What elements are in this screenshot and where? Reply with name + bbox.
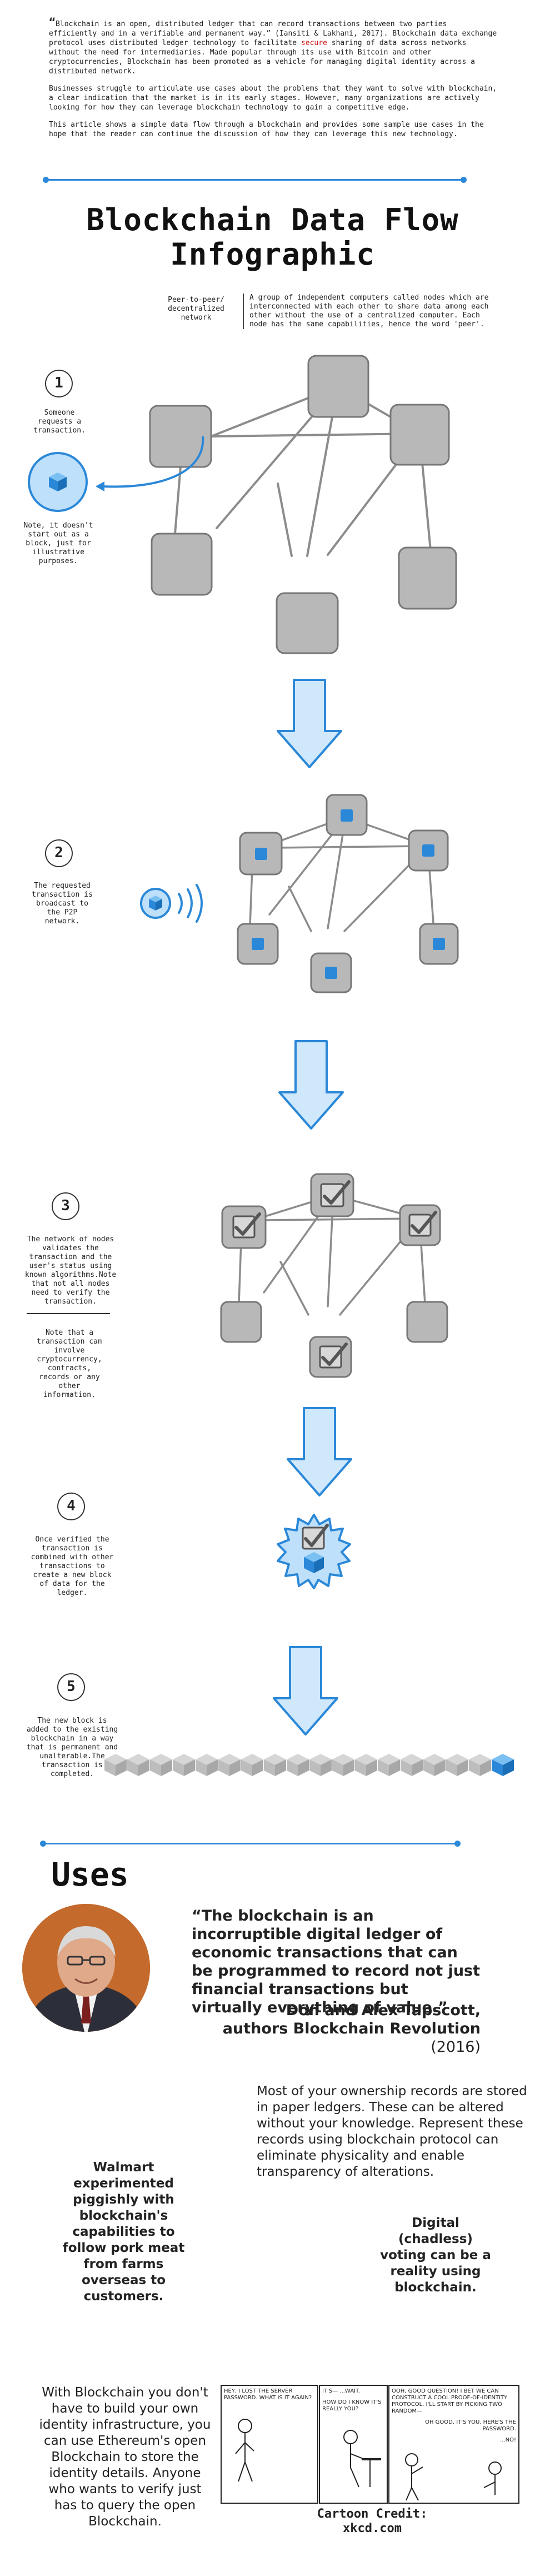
comic-panel-2: IT'S— ...WAIT. HOW DO I KNOW IT'S REALLY… (319, 2385, 388, 2504)
step-5-text: The new block is added to the existing b… (26, 1717, 118, 1778)
divider-dot-right (454, 1841, 461, 1847)
chain-block-cube (196, 1754, 218, 1776)
step-2-text: The requested transaction is broadcast t… (32, 882, 93, 926)
step-4-text: Once verified the transaction is combine… (31, 1535, 114, 1597)
cartoon-credit: Cartoon Credit: xkcd.com (317, 2507, 428, 2535)
cube-icon (49, 473, 67, 491)
identity-text: With Blockchain you don't have to build … (39, 2385, 211, 2529)
divider-dot-right (461, 177, 467, 183)
step-3-network (220, 1173, 448, 1378)
new-block-cube (492, 1754, 514, 1776)
arrow-down-icon (277, 679, 342, 768)
p2p-definition: A group of independent computers called … (243, 294, 494, 329)
step-3-text: The network of nodes validates the trans… (24, 1235, 117, 1306)
intro-paragraph-2: Businesses struggle to articulate use ca… (49, 84, 497, 112)
chain-block-cube (218, 1754, 241, 1776)
chain-block-cube (127, 1754, 149, 1776)
arrow-down-icon (273, 1646, 338, 1735)
divider-dot-left (40, 1841, 46, 1847)
chain-block-cube (287, 1754, 309, 1776)
arrow-down-icon (278, 1040, 344, 1130)
chain-block-cube (423, 1754, 446, 1776)
chain-block-cube (309, 1754, 332, 1776)
new-block-badge (277, 1514, 351, 1589)
step-4-number: 4 (57, 1493, 85, 1520)
intro-paragraph-3: This article shows a simple data flow th… (49, 121, 484, 138)
broadcast-icon (140, 884, 203, 923)
comic-panel-3: OOH, GOOD QUESTION! I BET WE CAN CONSTRU… (388, 2385, 519, 2504)
chain-block-cube (173, 1754, 195, 1776)
intro-paragraph-1: “Blockchain is an open, distributed ledg… (49, 16, 497, 76)
step-1-text: Someone requests a transaction. (33, 409, 86, 435)
intro-section: “Blockchain is an open, distributed ledg… (49, 16, 498, 147)
chain-block-cube (469, 1754, 491, 1776)
infographic-title: Blockchain Data Flow Infographic (86, 202, 459, 272)
chain-block-cube (378, 1754, 400, 1776)
tapscott-quote: “The blockchain is an incorruptible digi… (192, 1907, 481, 2016)
voting-text: Digital (chadless) voting can be a reali… (380, 2216, 491, 2295)
ownership-text: Most of your ownership records are store… (257, 2084, 527, 2179)
arrow-down-icon (287, 1407, 352, 1496)
walmart-text: Walmart experimented piggishly with bloc… (62, 2160, 185, 2304)
step-2-number: 2 (45, 839, 73, 867)
chain-block-cube (401, 1754, 423, 1776)
chain-block-cube (104, 1754, 127, 1776)
comic-panel-1: HEY, I LOST THE SERVER PASSWORD. WHAT IS… (221, 2385, 318, 2504)
uses-heading: Uses (51, 1856, 129, 1893)
top-divider (46, 179, 464, 181)
secure-highlight: secure (301, 39, 327, 47)
chain-block-cube (332, 1754, 354, 1776)
chain-block-cube (241, 1754, 263, 1776)
chain-block-cube (264, 1754, 286, 1776)
p2p-term: Peer-to-peer/ decentralized network (168, 296, 224, 322)
step-3-note: Note that a transaction can involve cryp… (37, 1329, 102, 1399)
chain-block-cube (355, 1754, 377, 1776)
divider-dot-left (43, 177, 49, 183)
step-2-network (237, 794, 459, 993)
quote-attribution: Don and Alex Tapscott, authors Blockchai… (222, 2002, 481, 2056)
blockchain-row (104, 1754, 514, 1776)
step-1-network (96, 355, 457, 654)
uses-divider (43, 1843, 457, 1844)
avatar (22, 1904, 150, 2032)
step-1-number: 1 (45, 370, 73, 397)
chain-block-cube (150, 1754, 172, 1776)
step-3-separator (27, 1313, 110, 1314)
step-1-note: Note, it doesn't start out as a block, j… (23, 521, 93, 565)
step-5-number: 5 (57, 1673, 85, 1701)
chain-block-cube (446, 1754, 468, 1776)
step-3-number: 3 (52, 1192, 79, 1220)
